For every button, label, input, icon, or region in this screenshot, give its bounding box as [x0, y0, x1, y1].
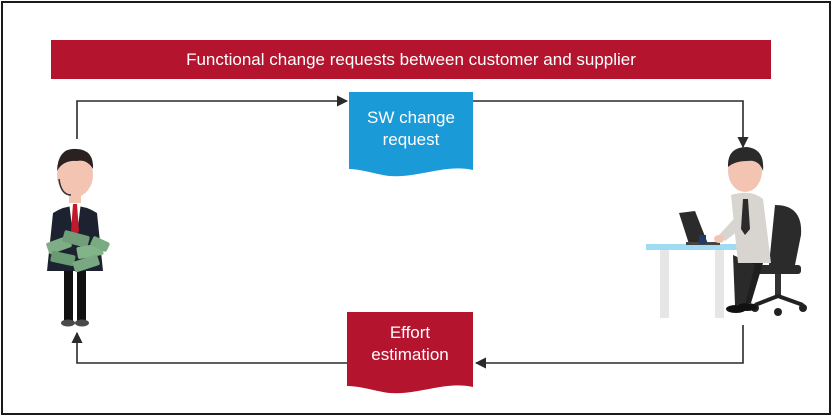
request-document-shape: [349, 92, 473, 177]
diagram-title: Functional change requests between custo…: [186, 49, 636, 69]
diagram-title-banner: Functional change requests between custo…: [51, 40, 771, 79]
estimate-document: Effort estimation: [346, 322, 474, 366]
flow-arrow-estimate-to-customer: [71, 331, 347, 364]
flow-arrow-supplier-to-estimate: [474, 325, 744, 369]
estimate-document-line2: estimation: [371, 345, 449, 364]
flow-arrow-customer-to-request: [76, 95, 349, 139]
request-document: SW change request: [348, 107, 474, 151]
estimate-document-shape: [347, 312, 473, 394]
customer-figure: [46, 148, 110, 327]
supplier-figure: [646, 147, 807, 318]
flow-arrow-request-to-supplier: [473, 100, 749, 149]
estimate-document-line1: Effort: [389, 323, 431, 342]
flow-diagram: [46, 92, 807, 394]
request-document-line1: SW change: [367, 108, 455, 127]
request-document-line2: request: [382, 130, 440, 149]
